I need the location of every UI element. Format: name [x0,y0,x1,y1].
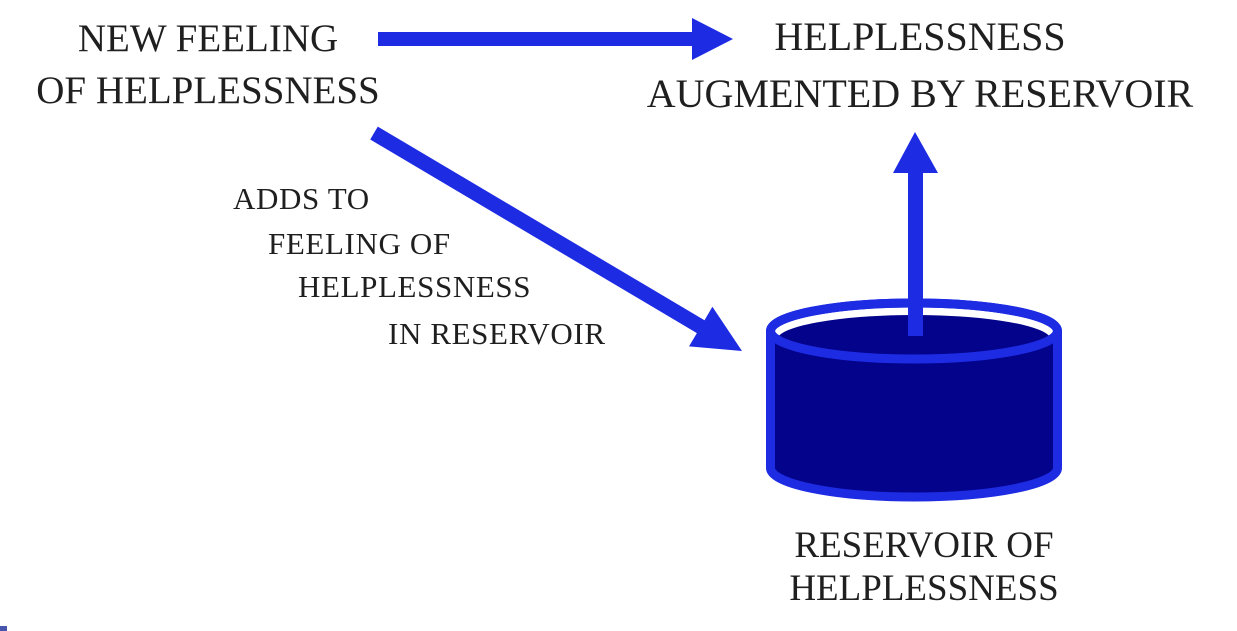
label-new-feeling-line1: NEW FEELING [77,17,339,60]
label-reservoir: RESERVOIR OF HELPLESSNESS [744,524,1104,610]
up-arrow-icon [893,132,938,336]
label-augmented-line1: HELPLESSNESS [774,14,1066,59]
horizontal-arrow-icon [378,18,733,60]
label-adds-to-line1: ADDS TO [233,181,370,216]
label-new-feeling: NEW FEELING OF HELPLESSNESS [28,13,388,117]
label-augmented-line2: AUGMENTED BY RESERVOIR [646,71,1194,116]
label-adds-to-line2: FEELING OF [268,226,451,261]
label-reservoir-line1: RESERVOIR OF [794,525,1054,566]
label-adds-to-line3: HELPLESSNESS [298,269,532,304]
diagonal-arrow-icon [370,126,742,351]
corner-artifact [0,626,7,631]
label-new-feeling-line2: OF HELPLESSNESS [36,69,380,112]
label-helplessness-augmented: HELPLESSNESS AUGMENTED BY RESERVOIR [620,8,1220,122]
label-reservoir-line2: HELPLESSNESS [789,568,1059,609]
label-adds-to-line4: IN RESERVOIR [388,316,606,351]
cylinder-body [766,331,1062,502]
